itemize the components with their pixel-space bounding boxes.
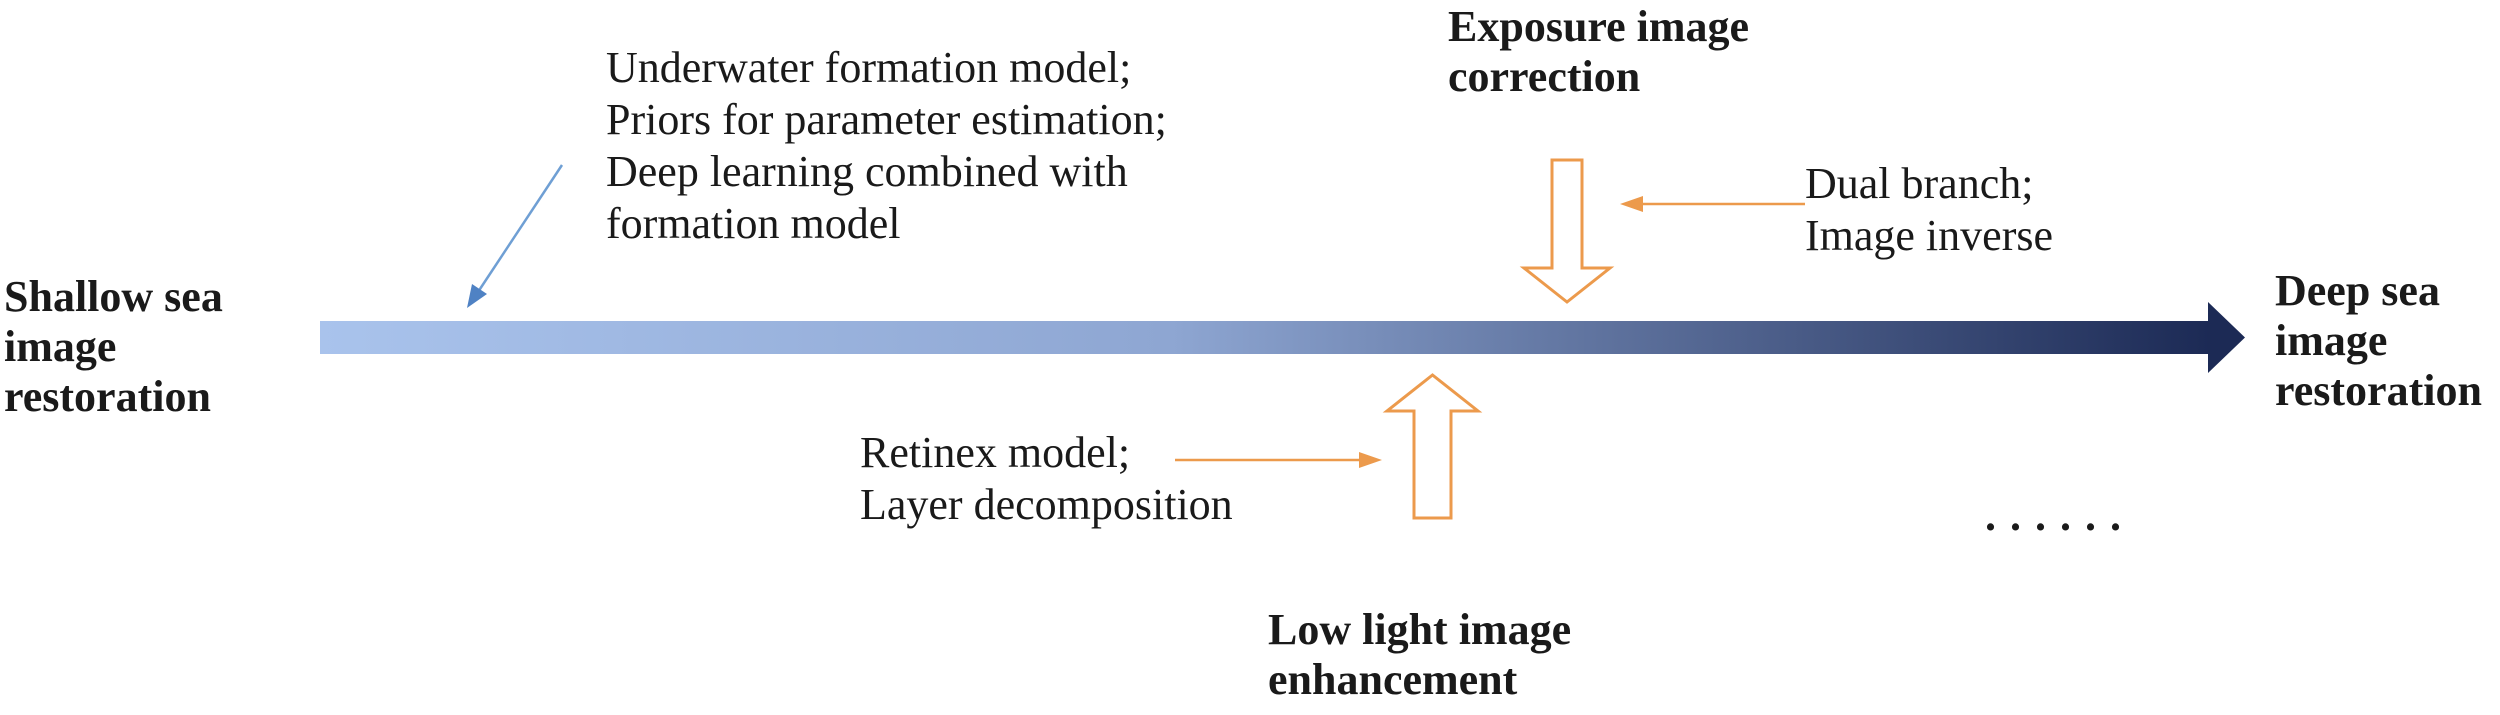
- deep-sea-label-line-3: restoration: [2275, 366, 2482, 415]
- shallow-sea-label-line-1: Shallow sea: [4, 272, 223, 321]
- shallow-sea-label-line-2: image: [4, 322, 117, 371]
- low-light-stage-title: Low light image enhancement: [1268, 605, 1571, 705]
- exposure-title-line-1: Exposure image: [1448, 2, 1750, 51]
- exposure-title-line-2: correction: [1448, 52, 1641, 101]
- deep-sea-label: Deep sea image restoration: [2275, 266, 2482, 416]
- timeline-arrowhead: [2208, 302, 2245, 373]
- exposure-methods-pointer-head: [1620, 196, 1643, 212]
- low-light-title-line-2: enhancement: [1268, 655, 1518, 704]
- shallow-method-2: Priors for parameter estimation;: [606, 95, 1167, 144]
- deep-sea-label-line-2: image: [2275, 316, 2388, 365]
- low-light-methods-pointer-head: [1359, 452, 1382, 468]
- low-light-method-1: Retinex model;: [860, 428, 1131, 477]
- exposure-methods: Dual branch; Image inverse: [1805, 158, 2053, 262]
- shallow-method-3: Deep learning combined with: [606, 147, 1128, 196]
- exposure-stage-title: Exposure image correction: [1448, 2, 1749, 102]
- low-light-up-arrow: [1382, 373, 1483, 520]
- exposure-down-arrow: [1519, 158, 1615, 304]
- low-light-methods: Retinex model; Layer decomposition: [860, 427, 1233, 531]
- shallow-sea-label-line-3: restoration: [4, 372, 211, 421]
- low-light-method-2: Layer decomposition: [860, 480, 1233, 529]
- exposure-method-1: Dual branch;: [1805, 159, 2034, 208]
- deep-sea-label-line-1: Deep sea: [2275, 266, 2440, 315]
- shallow-method-1: Underwater formation model;: [606, 43, 1132, 92]
- shallow-method-4: formation model: [606, 199, 901, 248]
- shallow-methods-list: Underwater formation model; Priors for p…: [606, 42, 1167, 250]
- continuation-ellipsis: ......: [1985, 491, 2135, 540]
- shallow-methods-pointer: [476, 164, 564, 293]
- timeline-axis: [320, 321, 2210, 354]
- shallow-sea-label: Shallow sea image restoration: [4, 272, 223, 422]
- shallow-methods-pointer-head: [467, 284, 487, 308]
- low-light-title-line-1: Low light image: [1268, 605, 1572, 654]
- exposure-method-2: Image inverse: [1805, 211, 2053, 260]
